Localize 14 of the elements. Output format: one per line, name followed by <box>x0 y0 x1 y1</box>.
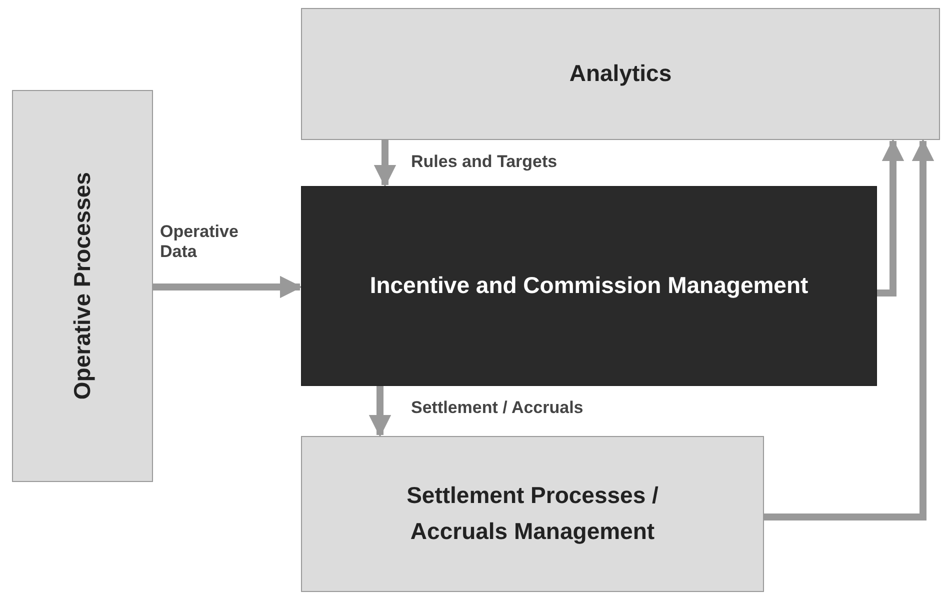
node-title: Operative Processes <box>68 172 96 400</box>
process-box <box>301 186 877 386</box>
process-panel <box>301 8 940 140</box>
node-title: Analytics <box>569 59 672 88</box>
arrow <box>153 276 302 298</box>
edge-label: Rules and Targets <box>411 152 558 172</box>
process-panel <box>12 90 153 482</box>
arrow <box>764 138 934 520</box>
arrow <box>374 140 396 188</box>
node-title: Incentive and Commission Management <box>370 271 808 300</box>
process-panel <box>301 436 764 592</box>
node-title: Settlement Processes / Accruals Management <box>406 481 660 546</box>
arrow <box>368 386 392 438</box>
arrow <box>877 138 904 296</box>
